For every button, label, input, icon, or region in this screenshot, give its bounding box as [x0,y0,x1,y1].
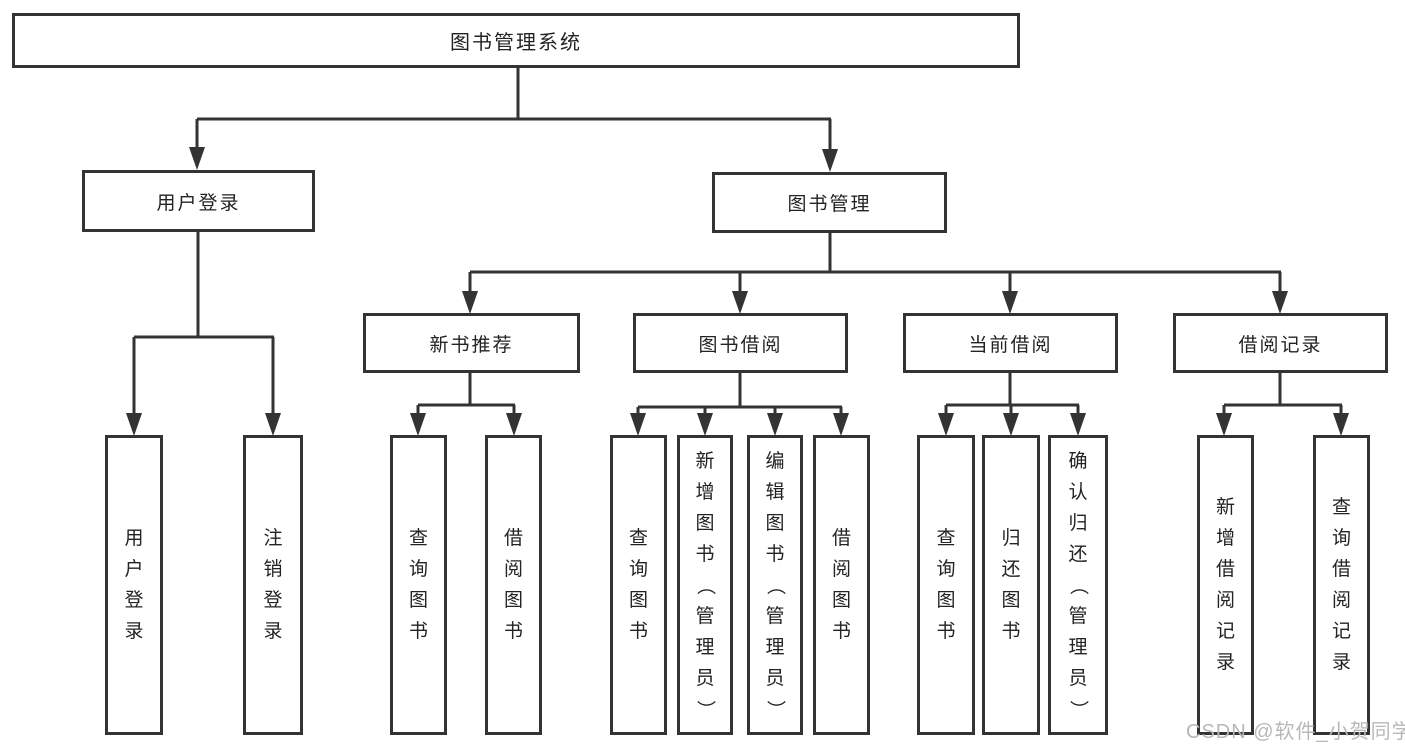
node-book-management: 图书管理 [712,172,947,233]
leaf-add-book-admin: 新增图书（管理员） [677,435,733,735]
leaf-add-borrow-record: 新增借阅记录 [1197,435,1254,735]
leaf-borrow-books: 借阅图书 [813,435,870,735]
node-current-borrow: 当前借阅 [903,313,1118,373]
leaf-query-borrow-record: 查询借阅记录 [1313,435,1370,735]
node-book-management-system: 图书管理系统 [12,13,1020,68]
leaf-borrow-books-recommend: 借阅图书 [485,435,542,735]
csdn-watermark: CSDN @软件_小贺同学 [1186,721,1405,743]
leaf-edit-book-admin: 编辑图书（管理员） [747,435,803,735]
node-user-login: 用户登录 [82,170,315,232]
leaf-confirm-return-admin: 确认归还（管理员） [1048,435,1108,735]
node-book-borrow: 图书借阅 [633,313,848,373]
node-borrow-records: 借阅记录 [1173,313,1388,373]
leaf-return-books: 归还图书 [982,435,1040,735]
leaf-user-login: 用户登录 [105,435,163,735]
leaf-query-books-current: 查询图书 [917,435,975,735]
node-new-book-recommend: 新书推荐 [363,313,580,373]
leaf-query-books-borrow: 查询图书 [610,435,667,735]
leaf-query-books-recommend: 查询图书 [390,435,447,735]
leaf-logout-login: 注销登录 [243,435,303,735]
